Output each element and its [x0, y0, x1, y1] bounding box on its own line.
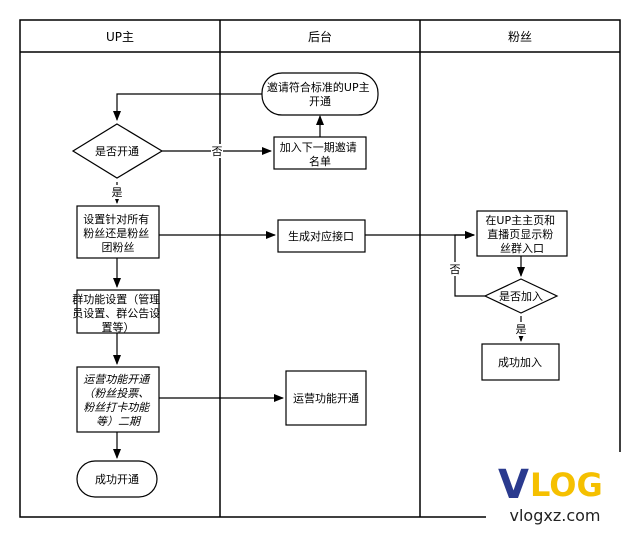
node-label-ops-open: 运营功能开通: [293, 391, 359, 405]
vlog-watermark: V LOG vlogxz.com: [486, 452, 626, 532]
node-label-invite: 邀请符合标准的UP主 开通: [267, 80, 373, 108]
node-ops-open: [285, 370, 367, 426]
node-settings: [76, 205, 160, 259]
node-label-open-ok: 成功开通: [95, 473, 139, 486]
edge-label-bg-no-open: [211, 144, 223, 158]
lane-title-fans: 粉丝: [508, 30, 532, 44]
nodes: [71, 72, 568, 498]
node-add-next: [273, 136, 367, 170]
node-label-settings: 设置针对所有 粉丝还是粉丝 团粉丝: [83, 212, 153, 254]
node-decision-join: [483, 278, 559, 314]
node-label-join-ok: 成功加入: [498, 356, 542, 369]
edges: [113, 93, 525, 459]
lane-title-backend: 后台: [308, 29, 332, 44]
node-open-ok: [76, 460, 158, 498]
watermark-url: vlogxz.com: [510, 506, 601, 525]
node-label-group-settings: 群功能设置（管理 员设置、群公告设 置等）: [72, 292, 164, 334]
watermark-log: LOG: [530, 466, 603, 504]
node-label-gen-api: 生成对应接口: [288, 229, 354, 243]
node-entry: [476, 210, 568, 257]
lanes-frame: [19, 19, 621, 518]
node-label-entry: 在UP主主页和 直播页显示粉 丝群入口: [485, 214, 558, 255]
node-decision-open: [71, 123, 164, 179]
watermark-backdrop: [486, 452, 626, 532]
edge-label-no-join: 否: [450, 263, 461, 276]
node-join-ok: [481, 343, 560, 381]
node-invite: [261, 72, 379, 116]
node-gen-api: [277, 219, 366, 253]
edge-label-bg-yes-open: [111, 185, 123, 199]
node-label-decision-open: 是否开通: [95, 145, 139, 158]
edge-label-bg-no-join: [449, 262, 461, 276]
lane-title-up: UP主: [106, 30, 134, 44]
node-label-add-next: 加入下一期邀请 名单: [280, 140, 361, 168]
edge-invite-to-decision: [113, 93, 262, 121]
edge-label-bg-yes-join: [515, 322, 527, 336]
edge-label-no-open: 否: [212, 145, 223, 158]
node-ops-features: [76, 366, 160, 433]
watermark-v: V: [498, 462, 529, 508]
edge-label-yes-open: 是: [112, 186, 123, 199]
node-label-ops-features: 运营功能开通 （粉丝投票、 粉丝打卡功能 等）二期: [83, 373, 153, 428]
node-label-decision-join: 是否加入: [499, 290, 543, 303]
edge-label-yes-join: 是: [516, 323, 527, 336]
node-group-settings: [76, 289, 160, 334]
